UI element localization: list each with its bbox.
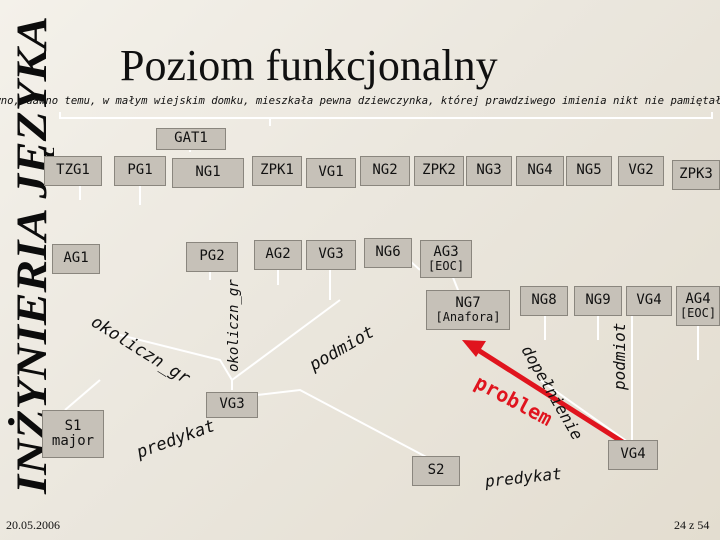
node-label: NG6 [375, 244, 401, 261]
node-ng8: NG8 [520, 286, 568, 316]
node-ag1: AG1 [52, 244, 100, 274]
node-sublabel: [Anafora] [435, 310, 501, 325]
node-label: VG1 [318, 164, 344, 181]
s1-up [64, 379, 101, 411]
node-vg2: VG2 [618, 156, 664, 186]
node-label: NG3 [476, 162, 502, 179]
s1-branch-left [99, 329, 233, 381]
node-zpk2: ZPK2 [414, 156, 464, 186]
node-ag3: AG3[EOC] [420, 240, 472, 278]
node-vg4a: VG4 [626, 286, 672, 316]
problem-arrow-line [476, 347, 634, 451]
node-vg3a: VG3 [306, 240, 356, 270]
node-ng2: NG2 [360, 156, 410, 186]
node-label: VG3 [318, 246, 344, 263]
node-ng3: NG3 [466, 156, 512, 186]
problem-arrow-head [462, 340, 486, 357]
node-label: PG2 [199, 248, 225, 265]
node-label: ZPK3 [679, 166, 713, 183]
node-ag2: AG2 [254, 240, 302, 270]
node-label: AG1 [63, 250, 89, 267]
node-vg1: VG1 [306, 158, 356, 188]
footer-page: 24 z 54 [674, 518, 710, 532]
node-ag4: AG4[EOC] [676, 286, 720, 326]
node-label: NG2 [372, 162, 398, 179]
node-vg4b: VG4 [608, 440, 658, 470]
node-ng6: NG6 [364, 238, 412, 268]
node-sublabel: [EOC] [427, 259, 465, 274]
s1-branch-right [231, 299, 341, 381]
node-label: ZPK2 [422, 162, 456, 179]
s2-up [231, 388, 433, 461]
node-label: VG2 [628, 162, 654, 179]
sentence-bracket [59, 112, 713, 126]
node-sublabel: [EOC] [679, 306, 717, 321]
node-label: S2 [427, 462, 445, 479]
node-ng7: NG7[Anafora] [426, 290, 510, 330]
node-s2: S2 [412, 456, 460, 486]
label-podmiot-right: podmiot [610, 322, 629, 390]
node-label: NG5 [576, 162, 602, 179]
node-label: VG3 [219, 396, 245, 413]
node-pg1: PG1 [114, 156, 166, 186]
node-label: NG8 [531, 292, 557, 309]
node-label: AG4 [685, 290, 711, 307]
vg4b-branch [539, 379, 633, 446]
node-ng4: NG4 [516, 156, 564, 186]
node-ng5: NG5 [566, 156, 612, 186]
node-vg3b: VG3 [206, 392, 258, 418]
node-label: NG9 [585, 292, 611, 309]
node-label: S1 [64, 417, 82, 434]
slide-title: Poziom funkcjonalny [120, 41, 498, 90]
node-label: NG7 [455, 294, 481, 311]
node-label: NG1 [195, 164, 221, 181]
node-gat1: GAT1 [156, 128, 226, 150]
node-label: AG3 [433, 243, 459, 260]
node-label: ZPK1 [260, 162, 294, 179]
node-zpk1: ZPK1 [252, 156, 302, 186]
node-zpk3: ZPK3 [672, 160, 720, 190]
node-label: NG4 [527, 162, 553, 179]
node-label: PG1 [127, 162, 153, 179]
node-tzg1: TZG1 [44, 156, 102, 186]
source-sentence: awno, dawno temu, w małym wiejskim domku… [0, 95, 720, 107]
node-label: VG4 [620, 446, 646, 463]
node-label: GAT1 [174, 130, 208, 147]
footer-date: 20.05.2006 [6, 518, 60, 532]
node-ng1: NG1 [172, 158, 244, 188]
node-label: AG2 [265, 246, 291, 263]
node-pg2: PG2 [186, 242, 238, 272]
node-sublabel: major [51, 433, 95, 449]
node-ng9: NG9 [574, 286, 622, 316]
node-label: TZG1 [56, 162, 90, 179]
node-label: VG4 [636, 292, 662, 309]
label-okoliczn-gr-vertical: okoliczn_gr [226, 279, 242, 372]
